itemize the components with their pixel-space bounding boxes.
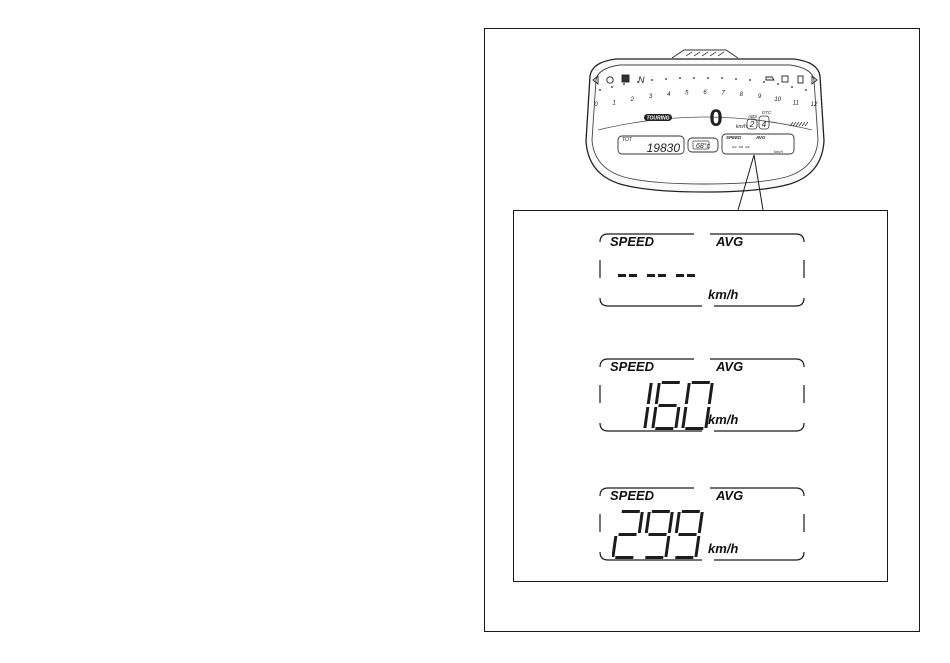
segment-digits-160 <box>626 381 726 431</box>
avg-label: AVG <box>716 489 743 503</box>
speed-panel-empty: SPEED AVG km/h <box>598 232 806 310</box>
unit-label: km/h <box>708 288 738 302</box>
avg-label: AVG <box>716 235 743 249</box>
speed-label: SPEED <box>610 235 654 249</box>
speed-panel-299: SPEED AVG km/h <box>598 486 806 564</box>
unit-label: km/h <box>708 542 738 556</box>
dashes-display <box>616 254 706 294</box>
segment-digits-299 <box>612 510 712 560</box>
speed-panel-160: SPEED AVG km/h <box>598 357 806 435</box>
speed-label: SPEED <box>610 489 654 503</box>
avg-label: AVG <box>716 360 743 374</box>
speed-label: SPEED <box>610 360 654 374</box>
